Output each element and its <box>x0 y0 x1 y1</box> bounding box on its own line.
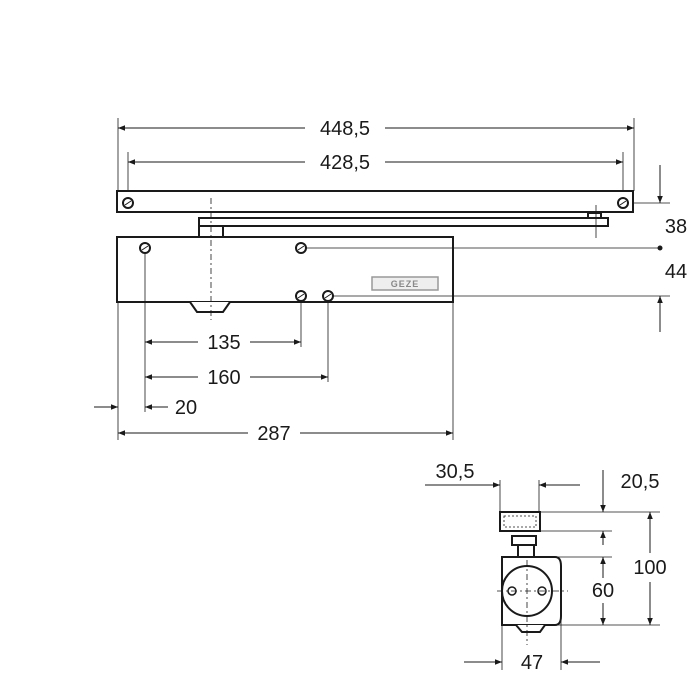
arm-slider <box>587 212 602 219</box>
brand-logo-plate <box>371 276 439 291</box>
dim-rail-height: 20,5 <box>621 471 660 493</box>
dimension-dot <box>657 245 663 251</box>
dim-hole-vertical-spacing: 44 <box>665 261 687 283</box>
spindle-collar <box>511 535 537 546</box>
slide-rail <box>116 190 634 213</box>
dim-overall-rail-length: 448,5 <box>320 118 370 140</box>
dim-hole-spacing-135: 135 <box>207 332 240 354</box>
body-bottom-bump <box>189 301 231 313</box>
screw-icon <box>322 290 334 302</box>
dim-edge-to-hole: 20 <box>175 397 197 419</box>
rail-inner-hidden-line <box>503 515 537 528</box>
screw-icon <box>617 197 629 209</box>
dim-rail-offset: 38 <box>665 216 687 238</box>
front-view: 448,5 428,5 GEZE 38 44 <box>94 118 687 445</box>
closer-arm <box>198 217 609 227</box>
screw-icon <box>295 242 307 254</box>
brand-logo: GEZE <box>391 279 420 289</box>
dim-body-width: 47 <box>521 652 543 674</box>
screw-icon <box>139 242 151 254</box>
dim-body-length: 287 <box>257 423 290 445</box>
closer-body <box>116 236 454 303</box>
side-view: 30,5 20,5 60 100 47 <box>425 461 667 674</box>
screw-icon <box>295 290 307 302</box>
dim-hole-spacing-160: 160 <box>207 367 240 389</box>
dim-total-height: 100 <box>633 557 666 579</box>
screw-icon <box>122 197 134 209</box>
dim-rail-to-axis: 30,5 <box>436 461 475 483</box>
rail-section <box>499 511 541 532</box>
dim-body-height: 60 <box>592 580 614 602</box>
spindle <box>517 544 535 558</box>
body-bottom-bump <box>515 624 546 633</box>
dim-rail-hole-spacing: 428,5 <box>320 152 370 174</box>
